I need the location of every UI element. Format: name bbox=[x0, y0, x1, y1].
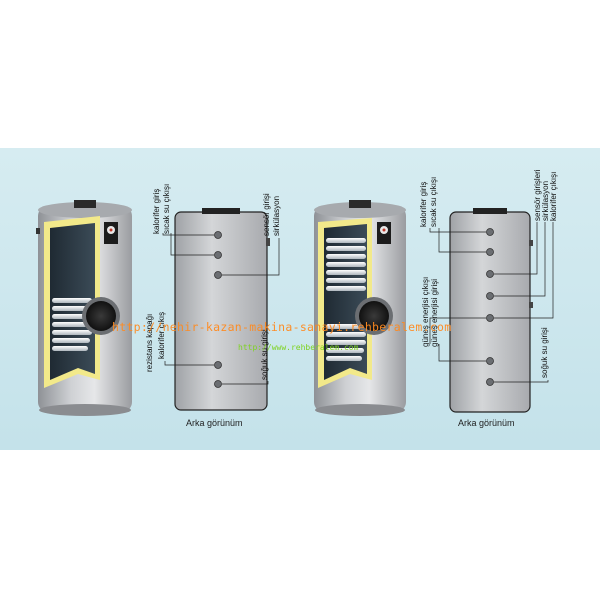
left-connection-ports bbox=[214, 231, 222, 388]
label-r-gunes-enerjisi-girisi: güneş enerjisi girişi bbox=[430, 279, 439, 347]
boiler-diagram: kalorifer giriş sıcak su çıkışı sensör g… bbox=[36, 169, 558, 428]
label-kalorifer-giris: kalorifer giriş bbox=[152, 189, 161, 234]
label-r-sensor-girisleri: sensör girişleri bbox=[533, 169, 542, 221]
right-lower-coil bbox=[326, 324, 366, 361]
diagram-panel: kalorifer giriş sıcak su çıkışı sensör g… bbox=[0, 148, 600, 450]
watermark-secondary: http://www.rehberalem.com bbox=[238, 343, 359, 352]
label-soguk-su-girisi: soğuk su girişi bbox=[260, 329, 269, 380]
right-upper-coil bbox=[326, 238, 366, 291]
right-leader-lines bbox=[429, 222, 554, 383]
left-heating-coil bbox=[52, 298, 92, 351]
left-tank-back-view: kalorifer giriş sıcak su çıkışı sensör g… bbox=[145, 184, 281, 428]
label-rezistans-kapagi: rezistans kapağı bbox=[145, 314, 154, 372]
right-tank-cutaway bbox=[314, 200, 406, 416]
label-r-kalorifer-giris: kalorifer giriş bbox=[419, 182, 428, 227]
label-r-gunes-enerjisi-cikisi: güneş enerjisi çıkışı bbox=[421, 277, 430, 347]
label-sicak-su-cikisi: sıcak su çıkışı bbox=[162, 184, 171, 234]
right-caption: Arka görünüm bbox=[458, 418, 515, 428]
label-kalorifer-cikis: kalorifer çıkış bbox=[157, 312, 166, 359]
label-r-sirkulasyon: sirkülasyon bbox=[541, 181, 550, 221]
label-r-soguk-su-girisi: soğuk su girişi bbox=[540, 327, 549, 378]
label-sensor-girisi: sensör girişi bbox=[262, 193, 271, 236]
right-tank-back-view: kalorifer giriş sıcak su çıkışı sensör g… bbox=[419, 169, 558, 428]
left-caption: Arka görünüm bbox=[186, 418, 243, 428]
left-leader-lines bbox=[162, 233, 280, 385]
watermark-primary: http://nehir-kazan-makina-sanayi.rehbera… bbox=[112, 320, 452, 334]
left-tank-cutaway bbox=[36, 200, 132, 416]
label-sirkulasyon: sirkülasyon bbox=[272, 196, 281, 236]
right-connection-ports bbox=[486, 228, 494, 386]
label-r-sicak-su-cikisi: sıcak su çıkışı bbox=[429, 177, 438, 227]
label-r-kalorifer-cikisi: kalorifer çıkışı bbox=[549, 172, 558, 221]
